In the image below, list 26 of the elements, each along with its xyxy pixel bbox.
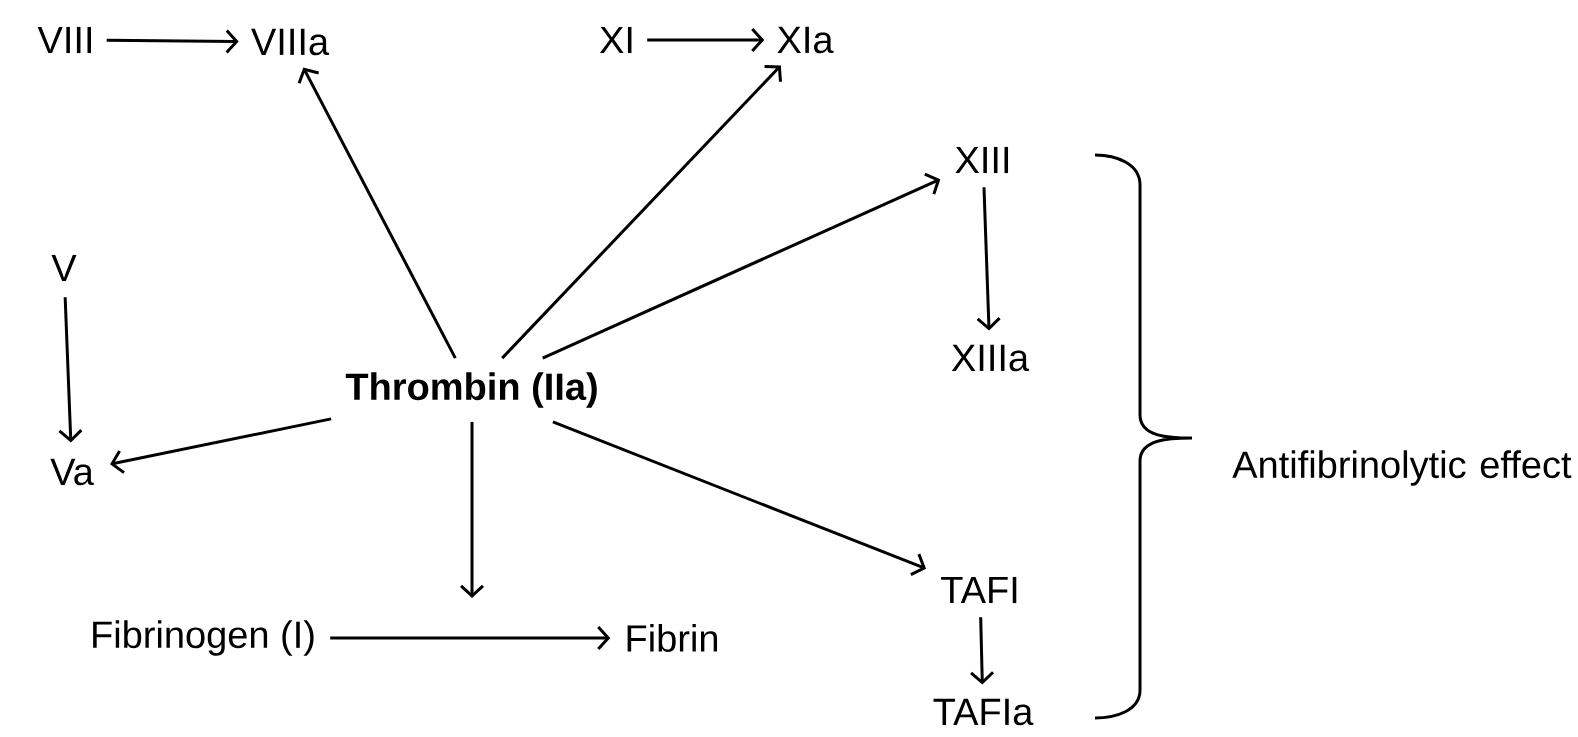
term-label: VIIIa [251,28,330,56]
arrow [460,421,484,598]
term-label: Thrombin (IIa) [345,372,597,408]
arrow [297,67,457,359]
arrow [330,626,611,650]
term-label: XIII [955,146,1009,174]
term-label: V [51,254,77,282]
arrow [542,172,941,360]
term-label: VIII [37,26,92,54]
term-label: TAFI [941,576,1017,604]
term-label: XIa [777,26,834,54]
term-label: XI [599,26,632,54]
arrow [110,417,332,474]
arrow [647,28,765,52]
term-label: Fibrin [627,624,718,652]
term-label: Va [50,458,94,486]
effect-label: Antifibrinolytic effect [1232,450,1572,486]
term-label: Fibrinogen (I) [93,620,314,656]
term-label: XIIIa [951,344,1030,372]
arrow [58,297,83,443]
arrow [552,420,927,576]
arrow [501,65,782,360]
term-label: TAFIa [933,698,1034,726]
arrow [970,617,995,685]
arrow [976,187,1001,331]
arrow [106,29,239,54]
